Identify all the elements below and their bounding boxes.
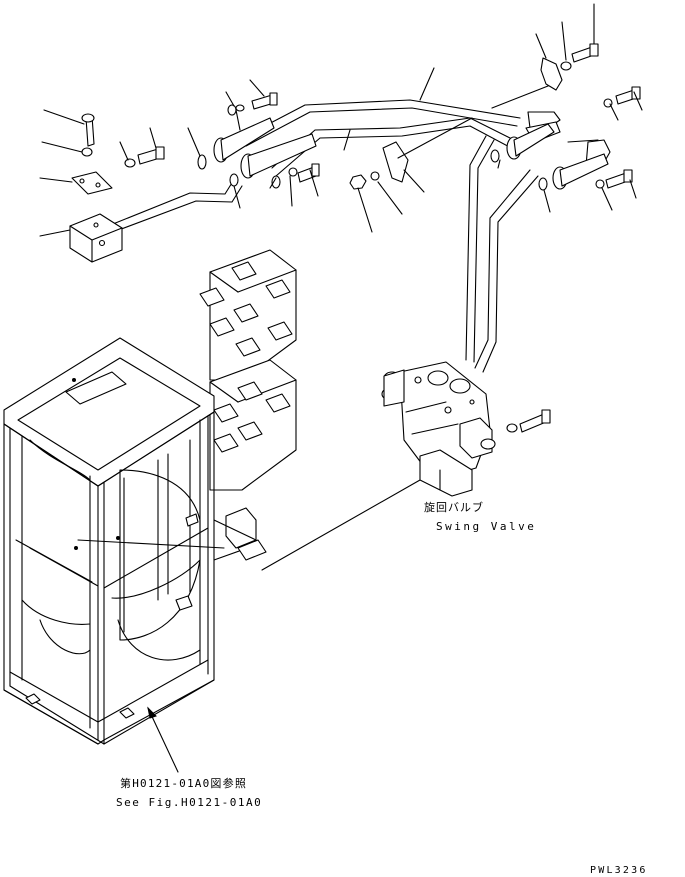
swing-valve-drawing: [381, 361, 496, 497]
main-frame: [3, 337, 215, 745]
linkage-rod: [107, 99, 539, 373]
pivot-pins: [213, 104, 609, 190]
figure-reference-jp: 第H0121-01A0図参照: [120, 777, 248, 790]
drawing-code: PWL3236: [590, 865, 648, 876]
assembly-lines: [77, 479, 421, 773]
mounting-block: [69, 171, 123, 263]
bolts: [81, 43, 641, 433]
swing-valve-label-jp: 旋回バルブ: [424, 501, 484, 514]
yoke-parts: [382, 57, 611, 183]
leader-lines: [39, 3, 643, 237]
figure-reference-en: See Fig.H0121-01A0: [116, 796, 263, 809]
swing-valve-label-en: Swing Valve: [436, 520, 537, 533]
washers-nuts: [81, 61, 613, 433]
valve-mounting-plate: [199, 249, 297, 561]
